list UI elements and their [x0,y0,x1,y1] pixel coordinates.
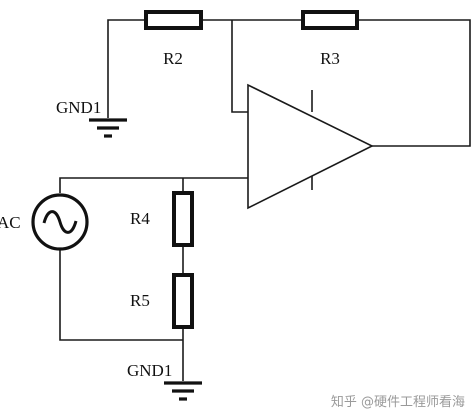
wire-gnd-top-to-r2 [107,19,145,118]
resistor-r2 [144,10,203,30]
resistor-r3 [301,10,359,30]
label-ac: AC [0,213,21,232]
wires [59,19,471,381]
label-r2: R2 [163,49,183,68]
watermark: 知乎 @硬件工程师看海 [331,394,465,410]
resistor-r4 [172,191,194,247]
wire-noninverting-input-to-source [59,177,248,193]
label-r4: R4 [130,209,150,228]
label-gnd-bottom: GND1 [127,361,172,380]
sine-wave-icon [42,210,78,234]
resistor-r5 [172,273,194,329]
label-r5: R5 [130,291,150,310]
wire-r3-to-output [357,19,471,147]
wire-source-to-r5-node [59,250,183,341]
label-r3: R3 [320,49,340,68]
ac-source [31,193,89,251]
ground-symbol-top [89,118,127,138]
wire-feedback-node-to-inverting-input [231,20,248,113]
label-gnd-top: GND1 [56,98,101,117]
ground-symbol-bottom [164,381,202,401]
opamp-symbol [247,83,374,210]
